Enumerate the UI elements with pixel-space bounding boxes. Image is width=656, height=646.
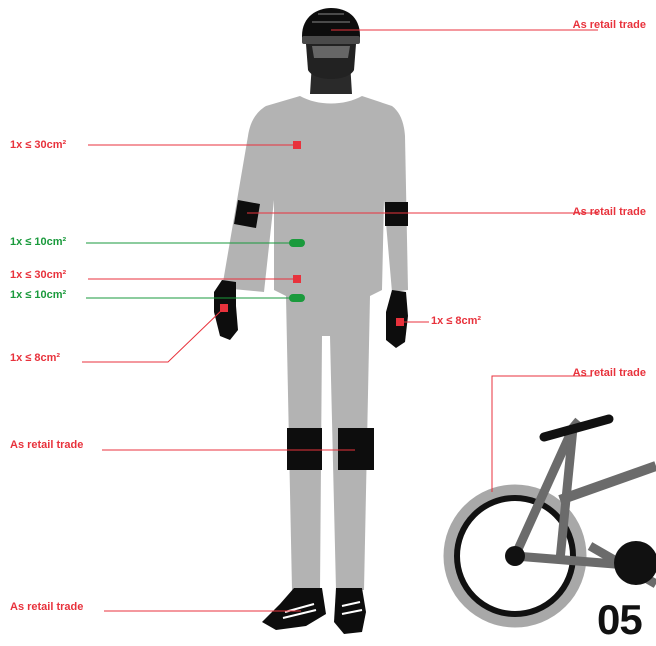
bike-hub <box>505 546 525 566</box>
page-number: 05 <box>597 598 642 642</box>
knee-pad-icon <box>287 428 322 470</box>
right-glove-label: 1x ≤ 8cm² <box>431 315 481 328</box>
left-glove-label: 1x ≤ 8cm² <box>10 352 60 365</box>
red-marker <box>293 275 301 283</box>
green-marker <box>289 239 305 247</box>
goggles <box>312 46 350 58</box>
helmet-visor-band <box>302 36 360 44</box>
red-marker <box>220 304 228 312</box>
elbow-label: As retail trade <box>566 206 646 219</box>
cycling-suit <box>222 96 408 590</box>
bike-top-tube <box>560 466 656 500</box>
chest-label: 1x ≤ 30cm² <box>10 139 66 152</box>
elbow-pad-icon <box>234 200 260 228</box>
elbow-pad-icon <box>385 202 408 226</box>
bike-label: As retail trade <box>566 367 646 380</box>
cyclist-figure <box>214 8 408 634</box>
knee-pad-icon <box>338 428 374 470</box>
knee-label: As retail trade <box>10 439 83 452</box>
hip-label: 1x ≤ 10cm² <box>10 289 66 302</box>
red-marker <box>396 318 404 326</box>
shoes-label: As retail trade <box>10 601 83 614</box>
green-marker <box>289 294 305 302</box>
bicycle-icon <box>449 419 656 622</box>
helmet-label: As retail trade <box>566 19 646 32</box>
upper-belly-label: 1x ≤ 10cm² <box>10 236 66 249</box>
leader-left-glove <box>82 308 224 362</box>
bike-crank <box>614 541 656 585</box>
lower-belly-label: 1x ≤ 30cm² <box>10 269 66 282</box>
red-marker <box>293 141 301 149</box>
